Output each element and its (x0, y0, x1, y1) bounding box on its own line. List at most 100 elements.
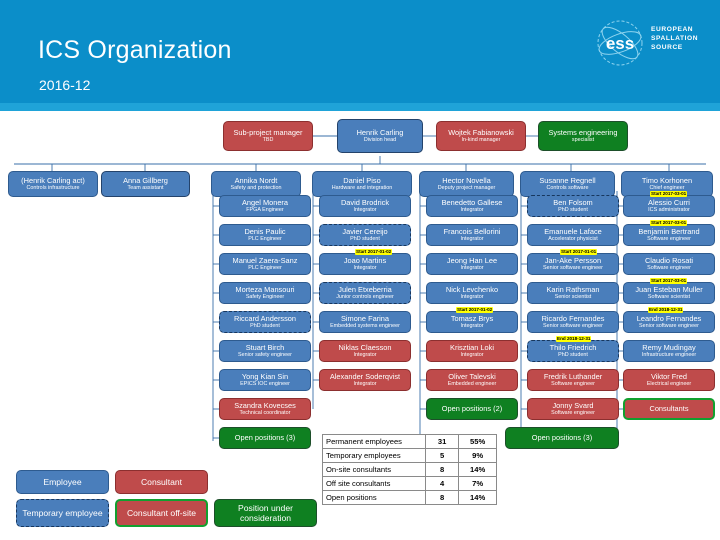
node-role: Junior controls engineer (336, 294, 394, 300)
node-role: Deputy project manager (437, 185, 496, 191)
node-member[interactable]: Tomasz Brys Integrator (426, 311, 518, 333)
node-role: Software engineer (647, 236, 691, 242)
node-role: FPGA Engineer (246, 207, 284, 213)
node-name: Consultants (649, 403, 689, 413)
node-member[interactable]: Alexander Soderqvist Integrator (319, 369, 411, 391)
node-role: Software scientist (647, 294, 691, 300)
node-division-head[interactable]: Henrik Carling Division head (337, 119, 423, 153)
node-name: Susanne Regnell (539, 175, 596, 185)
node-deputy-project-manager[interactable]: Hector Novella Deputy project manager (419, 171, 514, 197)
node-role: Safety Engineer (245, 294, 285, 300)
node-member[interactable]: David Brodrick Integrator (319, 195, 411, 217)
node-role: Integrator (460, 207, 484, 213)
node-name: Tomasz Brys (450, 313, 494, 323)
node-member[interactable]: Jeong Han Lee Integrator (426, 253, 518, 275)
node-role: Controls software (546, 185, 589, 191)
node-member[interactable]: Juan Esteban Muller Software scientist (623, 282, 715, 304)
node-controls-infrastructure[interactable]: (Henrik Carling act) Controls infrastruc… (8, 171, 98, 197)
node-role: Integrator (460, 294, 484, 300)
node-controls-software[interactable]: Susanne Regnell Controls software (520, 171, 615, 197)
ess-logo-mark: ess (597, 20, 643, 66)
node-name: Jan-Ake Persson (544, 255, 602, 265)
node-member[interactable]: Fredrik Luthander Software engineer (527, 369, 619, 391)
node-member[interactable]: Benedetto Gallese Integrator (426, 195, 518, 217)
page-header: ICS Organization 2016-12 ess EUROPEAN SP… (0, 0, 720, 103)
node-member[interactable]: Oliver Talevski Embedded engineer (426, 369, 518, 391)
node-member[interactable]: Denis Paulic PLC Engineer (219, 224, 311, 246)
node-role: Senior software engineer (639, 323, 699, 329)
node-member[interactable]: Stuart Birch Senior safety engineer (219, 340, 311, 362)
node-name-2: specialist (571, 137, 595, 143)
node-name: Ben Folsom (553, 197, 593, 207)
node-member[interactable]: Leandro Fernandes Senior software engine… (623, 311, 715, 333)
stat-label: On-site consultants (322, 462, 426, 477)
node-name: Ricardo Fernandes (541, 313, 605, 323)
node-member[interactable]: Claudio Rosati Software engineer (623, 253, 715, 275)
node-role: ICS administrator (648, 207, 690, 213)
node-team-assistant[interactable]: Anna Gillberg Team assistant (101, 171, 190, 197)
node-hardware-and-integration[interactable]: Daniel Piso Hardware and integration (312, 171, 412, 197)
node-member[interactable]: Ricardo Fernandes Senior software engine… (527, 311, 619, 333)
date-badge: Start 2017-01-02 (355, 249, 393, 255)
node-name: Daniel Piso (343, 175, 381, 185)
node-systems-engineering-specialist[interactable]: Systems engineering specialist (538, 121, 628, 151)
node-name: Karin Rathsman (546, 284, 600, 294)
date-badge: Start 2017-03-01 (650, 191, 688, 197)
node-role: Embedded engineer (447, 381, 497, 387)
node-member[interactable]: Javier Cereijo PhD student (319, 224, 411, 246)
node-role: In-kind manager (461, 137, 501, 143)
node-open-positions[interactable]: Open positions (3) (505, 427, 619, 449)
node-sub-project-manager[interactable]: Sub-project manager TBD (223, 121, 313, 151)
node-name: Wojtek Fabianowski (448, 127, 514, 137)
node-open-positions[interactable]: Open positions (3) (219, 427, 311, 449)
node-member[interactable]: Niklas Claesson Integrator (319, 340, 411, 362)
node-member[interactable]: Angel Monera FPGA Engineer (219, 195, 311, 217)
node-name: Timo Korhonen (641, 175, 693, 185)
node-member[interactable]: Jonny Svard Software engineer (527, 398, 619, 420)
node-member[interactable]: Thilo Friedrich PhD student (527, 340, 619, 362)
logo-line-1: EUROPEAN (651, 26, 694, 33)
node-member[interactable]: Francois Bellorini Integrator (426, 224, 518, 246)
node-open-positions[interactable]: Open positions (2) (426, 398, 518, 420)
legend-item-consultant-offsite: Consultant off-site (115, 499, 208, 527)
node-member[interactable]: Ben Folsom PhD student (527, 195, 619, 217)
stat-percent: 9% (458, 448, 497, 463)
node-name: Open positions (2) (441, 403, 503, 413)
stat-count: 5 (424, 448, 460, 463)
node-member[interactable]: Krisztian Loki Integrator (426, 340, 518, 362)
node-role: Safety and protection (230, 185, 282, 191)
legend-label: Temporary employee (22, 507, 103, 518)
svg-text:ess: ess (606, 34, 634, 53)
node-role: Integrator (460, 236, 484, 242)
node-safety-and-protection[interactable]: Annika Nordt Safety and protection (211, 171, 301, 197)
node-member[interactable]: Joao Martins Integrator (319, 253, 411, 275)
node-member[interactable]: Remy Mudingay Infrastructure engineer (623, 340, 715, 362)
node-member[interactable]: Morteza Mansouri Safety Engineer (219, 282, 311, 304)
node-role: PLC Engineer (248, 236, 282, 242)
ess-logo: ess EUROPEAN SPALLATION SOURCE (595, 18, 705, 70)
node-consultants[interactable]: Consultants (623, 398, 715, 420)
node-member[interactable]: Szandra Kovecses Technical coordinator (219, 398, 311, 420)
stat-label: Temporary employees (322, 448, 426, 463)
node-in-kind-manager[interactable]: Wojtek Fabianowski In-kind manager (436, 121, 526, 151)
node-role: Division head (363, 137, 397, 143)
stat-percent: 14% (458, 462, 497, 477)
node-member[interactable]: Emanuele Laface Accelerator physicist (527, 224, 619, 246)
node-member[interactable]: Karin Rathsman Senior scientist (527, 282, 619, 304)
node-member[interactable]: Julen Etxeberria Junior controls enginee… (319, 282, 411, 304)
node-member[interactable]: Nick Levchenko Integrator (426, 282, 518, 304)
node-member[interactable]: Manuel Zaera-Sanz PLC Engineer (219, 253, 311, 275)
node-role: PhD student (558, 207, 588, 213)
node-role: PLC Engineer (248, 265, 282, 271)
date-badge: End 2018-12-31 (556, 336, 592, 342)
node-member[interactable]: Viktor Fred Electrical engineer (623, 369, 715, 391)
node-name: Oliver Talevski (448, 371, 496, 381)
node-member[interactable]: Simone Farina Embedded systems engineer (319, 311, 411, 333)
node-member[interactable]: Benjamin Bertrand Software engineer (623, 224, 715, 246)
date-badge: Start 2017-01-01 (560, 249, 598, 255)
node-member[interactable]: Alessio Curri ICS administrator (623, 195, 715, 217)
node-name: Simone Farina (340, 313, 390, 323)
node-member[interactable]: Riccard Andersson PhD student (219, 311, 311, 333)
node-member[interactable]: Jan-Ake Persson Senior software engineer (527, 253, 619, 275)
node-member[interactable]: Yong Kian Sin EPICS IOC engineer (219, 369, 311, 391)
